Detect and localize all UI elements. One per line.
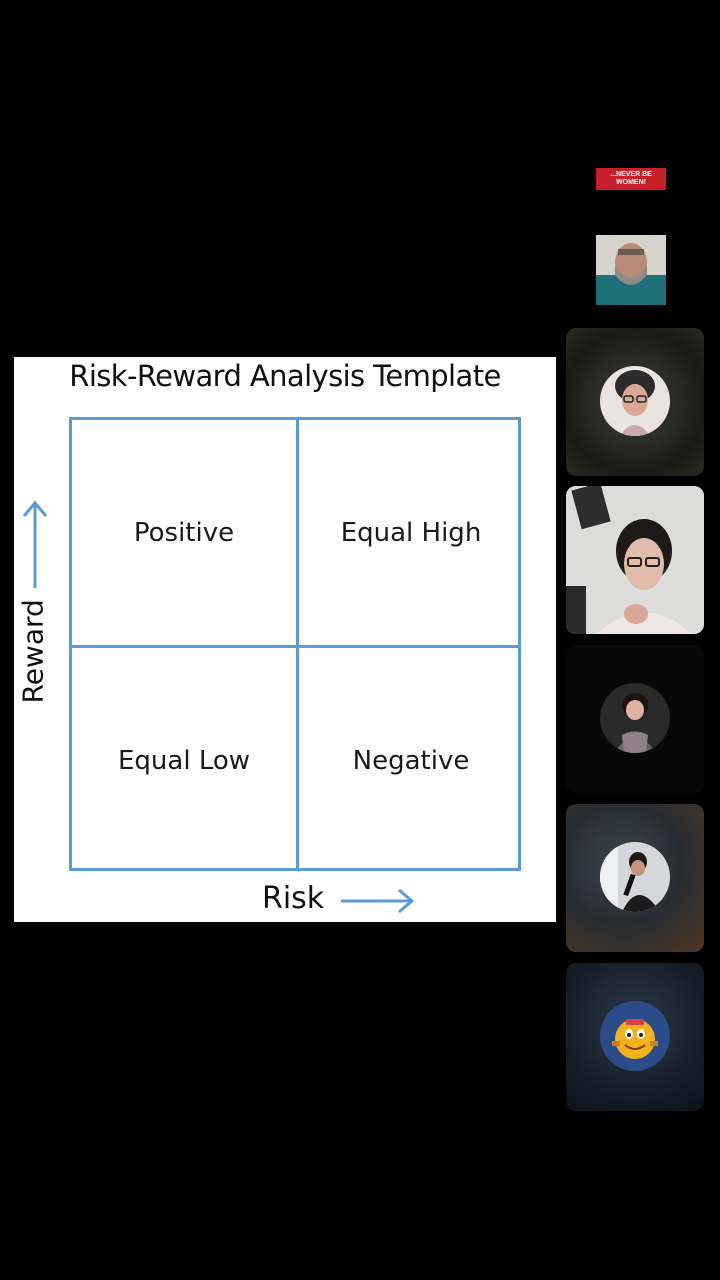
quadrant-top-right: Equal High — [340, 517, 482, 548]
quadrant-bottom-left: Equal Low — [117, 745, 251, 776]
participant-video-image — [596, 235, 666, 305]
participant-tile-7[interactable] — [566, 963, 704, 1111]
y-axis-label: Reward — [16, 599, 50, 704]
banner-text: ...NEVER BE WOMEN! — [610, 171, 652, 186]
up-arrow-icon — [22, 500, 48, 588]
participant-tile-5[interactable] — [566, 645, 704, 793]
shared-slide: Risk-Reward Analysis Template Positive E… — [14, 357, 556, 922]
avatar — [600, 842, 670, 912]
quadrant-top-left: Positive — [133, 517, 235, 548]
participant-tile-banner[interactable]: ...NEVER BE WOMEN! — [596, 168, 666, 190]
avatar — [600, 366, 670, 436]
matrix-horizontal-divider — [72, 645, 518, 648]
participant-tile-video[interactable] — [596, 235, 666, 305]
avatar — [600, 683, 670, 753]
right-arrow-icon — [341, 888, 415, 914]
participant-video-image — [566, 486, 704, 634]
participant-tile-4[interactable] — [566, 486, 704, 634]
quadrant-bottom-right: Negative — [352, 745, 470, 776]
x-axis-label: Risk — [262, 881, 325, 916]
avatar — [600, 1001, 670, 1071]
risk-reward-matrix: Positive Equal High Equal Low Negative — [69, 417, 521, 871]
matrix-vertical-divider — [296, 420, 299, 868]
participant-tile-3[interactable] — [566, 328, 704, 476]
slide-title: Risk-Reward Analysis Template — [69, 359, 501, 393]
participant-tile-6[interactable] — [566, 804, 704, 952]
